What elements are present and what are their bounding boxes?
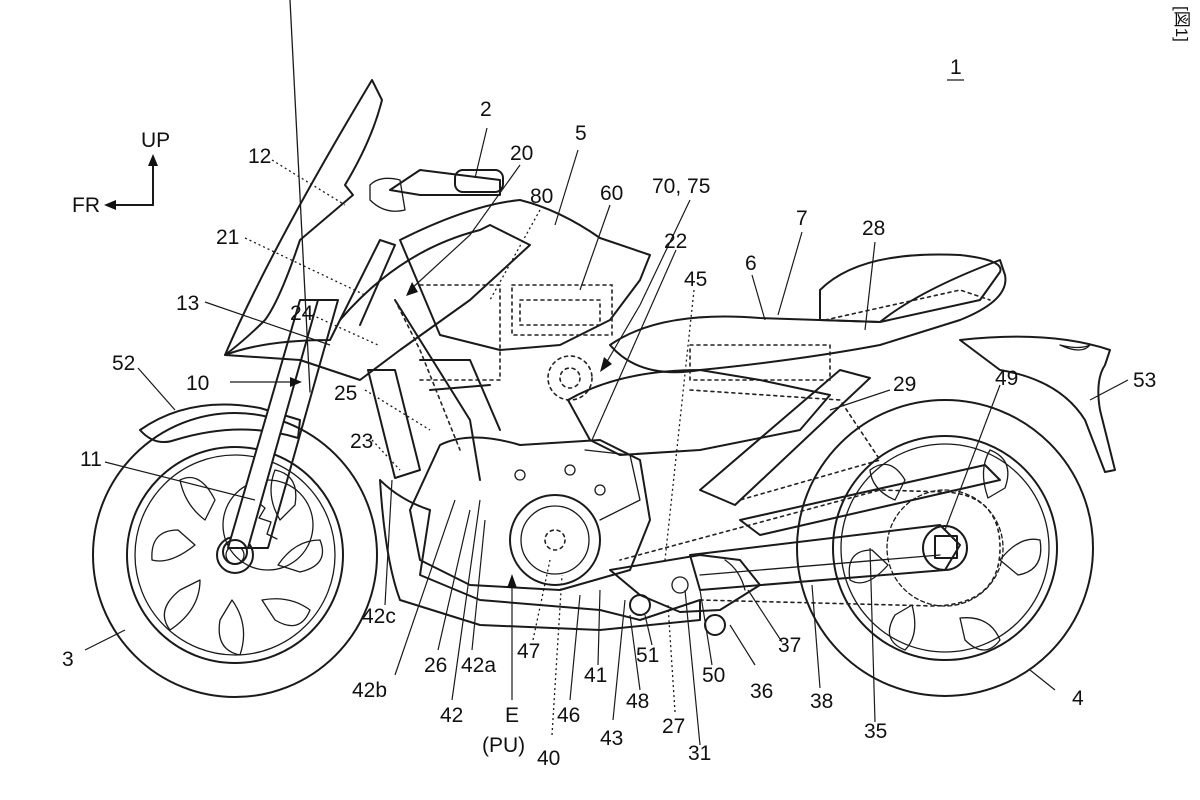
label-53: 53 (1133, 369, 1156, 392)
label-7: 7 (796, 207, 808, 230)
label-70-75: 70, 75 (652, 175, 710, 198)
front-arrow-icon (104, 200, 116, 210)
radiator (367, 369, 421, 479)
label-23: 23 (350, 430, 373, 453)
label-PU: (PU) (482, 734, 525, 757)
label-22: 22 (664, 230, 687, 253)
rear-wheel (796, 399, 1094, 697)
label-27: 27 (662, 715, 685, 738)
label-24: 24 (290, 302, 314, 325)
swing-arm (689, 524, 961, 591)
direction-indicator: UP FR (72, 129, 170, 217)
label-37: 37 (778, 634, 801, 657)
label-80: 80 (530, 185, 553, 208)
label-11: 11 (80, 448, 102, 471)
handlebar (369, 169, 504, 212)
label-28: 28 (862, 217, 885, 240)
engine (409, 436, 651, 591)
label-21: 21 (216, 226, 239, 249)
figure-tag: [図1] (1172, 6, 1191, 42)
side-cover (567, 369, 831, 456)
label-35: 35 (864, 720, 887, 743)
label-46: 46 (557, 704, 580, 727)
label-E: E (505, 704, 519, 727)
label-42: 42 (440, 704, 463, 727)
label-60: 60 (600, 182, 623, 205)
label-47: 47 (517, 640, 540, 663)
up-arrow-icon (148, 154, 158, 166)
front-wheel (92, 412, 378, 698)
label-20: 20 (510, 142, 533, 165)
tail-inner (689, 389, 882, 501)
label-2: 2 (480, 98, 492, 121)
label-6: 6 (745, 252, 757, 275)
label-40: 40 (537, 747, 560, 770)
label-3: 3 (62, 648, 74, 671)
label-50: 50 (702, 664, 725, 687)
label-51: 51 (636, 644, 659, 667)
label-43: 43 (600, 727, 623, 750)
up-label: UP (141, 129, 170, 152)
label-31: 31 (688, 742, 711, 765)
label-41: 41 (584, 664, 607, 687)
label-48: 48 (626, 690, 649, 713)
front-fork (222, 0, 339, 565)
rear-frame (699, 369, 871, 506)
footrest-area (609, 554, 761, 636)
label-42c: 42c (362, 605, 396, 628)
leader-lines (84, 127, 1129, 746)
seat (609, 259, 1007, 374)
label-49: 49 (995, 367, 1018, 390)
label-29: 29 (893, 373, 916, 396)
main-frame (339, 239, 501, 481)
label-13: 13 (176, 292, 199, 315)
label-38: 38 (810, 690, 833, 713)
label-42a: 42a (461, 654, 496, 677)
label-42b: 42b (352, 679, 387, 702)
label-26: 26 (424, 654, 447, 677)
label-5: 5 (575, 122, 587, 145)
label-25: 25 (334, 382, 357, 405)
front-label: FR (72, 194, 100, 217)
label-45: 45 (684, 268, 707, 291)
drive-chain (619, 489, 1001, 607)
figure-number: 1 (950, 56, 962, 79)
windscreen (224, 79, 383, 356)
label-36: 36 (750, 680, 773, 703)
label-12: 12 (248, 145, 271, 168)
fuel-tank (399, 199, 651, 351)
rear-cowl (819, 253, 1002, 323)
label-10: 10 (186, 372, 209, 395)
reference-labels: 2 5 12 20 80 60 70, 75 7 28 22 21 6 45 1… (62, 98, 1156, 770)
front-cowl (224, 224, 531, 381)
under-cowl (379, 479, 701, 631)
rear-fender (959, 335, 1116, 473)
label-4: 4 (1072, 687, 1084, 710)
label-52: 52 (112, 352, 135, 375)
